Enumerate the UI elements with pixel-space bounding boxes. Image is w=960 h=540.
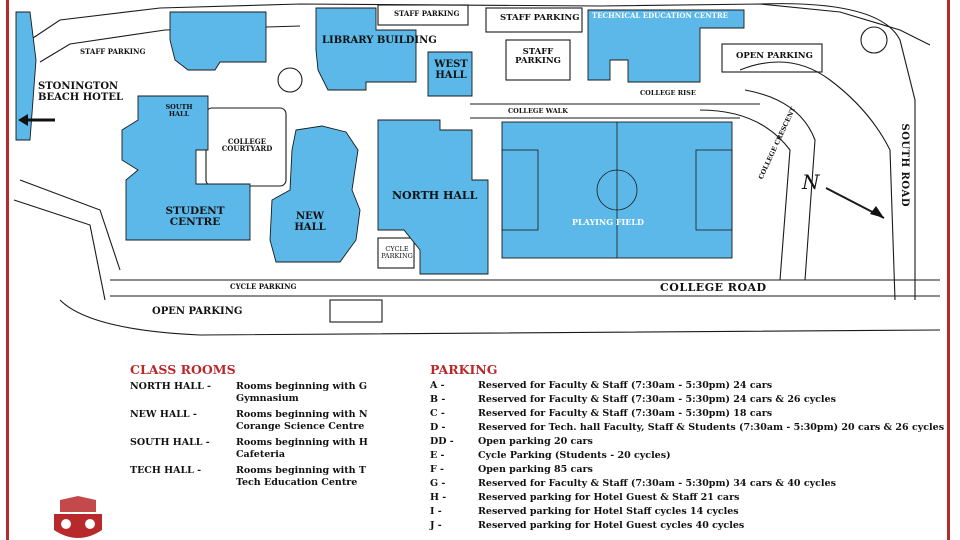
classroom-hall: NORTH HALL - bbox=[130, 381, 211, 392]
classroom-line2: Corange Science Centre bbox=[236, 421, 365, 432]
parking-title: PARKING bbox=[430, 362, 498, 377]
gatehouse bbox=[329, 299, 383, 323]
building-top-left bbox=[169, 11, 267, 71]
staff-parking-box-1 bbox=[377, 4, 469, 26]
library-label: LIBRARY BUILDING bbox=[322, 35, 437, 46]
north-hall-building bbox=[377, 119, 489, 275]
parking-text: Reserved parking for Hotel Guest & Staff… bbox=[478, 492, 740, 503]
classroom-line2: Gymnasium bbox=[236, 393, 299, 404]
parking-code: H - bbox=[430, 492, 447, 503]
college-crescent-edge-2 bbox=[744, 89, 816, 281]
south-road-edge-inner bbox=[739, 61, 896, 301]
parking-text: Reserved parking for Hotel Guest cycles … bbox=[478, 520, 745, 531]
classroom-line1: Rooms beginning with H bbox=[236, 437, 368, 448]
college-crest-icon bbox=[54, 496, 102, 538]
classroom-hall: NEW HALL - bbox=[130, 409, 197, 420]
staff-parking-label-3: STAFF PARKING bbox=[500, 13, 580, 23]
classroom-line1: Rooms beginning with T bbox=[236, 465, 366, 476]
new-hall-building bbox=[269, 125, 361, 263]
courtyard-label: COLLEGE COURTYARD bbox=[221, 137, 273, 154]
cycle-parking-road-label: CYCLE PARKING bbox=[230, 282, 297, 291]
field-centre-circle bbox=[596, 169, 638, 211]
parking-code: C - bbox=[430, 408, 445, 419]
parking-text: Open parking 85 cars bbox=[478, 464, 593, 475]
parking-code: B - bbox=[430, 394, 446, 405]
top-road-edge bbox=[29, 3, 931, 46]
cycle-parking-box bbox=[377, 237, 415, 269]
west-hall-building bbox=[427, 51, 473, 97]
parking-code: J - bbox=[430, 520, 442, 531]
parking-code: E - bbox=[430, 450, 445, 461]
hotel-label: STONINGTON BEACH HOTEL bbox=[38, 81, 123, 103]
roundabout bbox=[860, 26, 888, 54]
tech-centre-label: TECHNICAL EDUCATION CENTRE bbox=[592, 11, 728, 20]
field-penalty-left bbox=[501, 149, 539, 231]
cycle-parking-box-label: CYCLE PARKING bbox=[381, 245, 413, 260]
classroom-line2: Tech Education Centre bbox=[236, 477, 358, 488]
field-penalty-right bbox=[695, 149, 733, 231]
parking-code: F - bbox=[430, 464, 444, 475]
college-crescent-edge bbox=[699, 109, 791, 281]
classroom-line1: Rooms beginning with G bbox=[236, 381, 367, 392]
student-centre-building bbox=[121, 95, 251, 241]
parking-code: G - bbox=[430, 478, 446, 489]
south-road-label: SOUTH ROAD bbox=[898, 123, 910, 207]
college-walk-label: COLLEGE WALK bbox=[508, 107, 568, 115]
parking-text: Open parking 20 cars bbox=[478, 436, 593, 447]
new-hall-label: NEW HALL bbox=[294, 211, 326, 233]
tech-centre-building bbox=[587, 9, 745, 83]
left-road-edge-2 bbox=[13, 199, 106, 301]
student-centre-label: STUDENT CENTRE bbox=[165, 205, 225, 229]
courtyard-circle bbox=[277, 67, 303, 93]
parking-text: Reserved for Faculty & Staff (7:30am - 5… bbox=[478, 380, 773, 391]
library-building bbox=[315, 7, 417, 91]
staff-parking-box-2 bbox=[485, 7, 583, 33]
open-parking-label-right: OPEN PARKING bbox=[736, 51, 813, 61]
parking-code: D - bbox=[430, 422, 446, 433]
classrooms-title: CLASS ROOMS bbox=[130, 362, 236, 377]
parking-text: Reserved parking for Hotel Staff cycles … bbox=[478, 506, 739, 517]
playing-field-label: PLAYING FIELD bbox=[572, 217, 644, 227]
north-arrow-head bbox=[870, 206, 884, 218]
staff-parking-label-2: STAFF PARKING bbox=[394, 9, 460, 18]
parking-text: Reserved for Faculty & Staff (7:30am - 5… bbox=[478, 478, 836, 489]
map-frame bbox=[6, 0, 950, 540]
north-marker-label: N bbox=[802, 170, 820, 194]
parking-code: A - bbox=[430, 380, 445, 391]
north-hall-label: NORTH HALL bbox=[392, 189, 478, 202]
open-parking-edge bbox=[59, 299, 941, 336]
open-parking-box bbox=[721, 43, 823, 73]
staff-parking-box-3 bbox=[505, 39, 571, 81]
parking-text: Reserved for Tech. hall Faculty, Staff &… bbox=[478, 422, 945, 433]
open-parking-label-bottom: OPEN PARKING bbox=[152, 306, 243, 317]
hotel-building bbox=[15, 11, 37, 141]
classroom-hall: TECH HALL - bbox=[130, 465, 202, 476]
parking-code: I - bbox=[430, 506, 442, 517]
parking-text: Cycle Parking (Students - 20 cycles) bbox=[478, 450, 671, 461]
classroom-line2: Cafeteria bbox=[236, 449, 286, 460]
college-road-label: COLLEGE ROAD bbox=[660, 281, 767, 294]
parking-code: DD - bbox=[430, 436, 454, 447]
parking-text: Reserved for Faculty & Staff (7:30am - 5… bbox=[478, 394, 836, 405]
south-road-edge-outer bbox=[759, 3, 916, 300]
south-hall-label: SOUTH HALL bbox=[165, 103, 193, 118]
parking-text: Reserved for Faculty & Staff (7:30am - 5… bbox=[478, 408, 773, 419]
classroom-hall: SOUTH HALL - bbox=[130, 437, 210, 448]
staff-parking-label-4: STAFF PARKING bbox=[515, 47, 561, 66]
hotel-arrow-head bbox=[18, 114, 28, 126]
left-road-edge bbox=[19, 179, 121, 271]
college-rise-label: COLLEGE RISE bbox=[640, 89, 696, 97]
staff-parking-label-1: STAFF PARKING bbox=[80, 47, 146, 56]
classroom-line1: Rooms beginning with N bbox=[236, 409, 368, 420]
west-hall-label: WEST HALL bbox=[434, 59, 468, 81]
